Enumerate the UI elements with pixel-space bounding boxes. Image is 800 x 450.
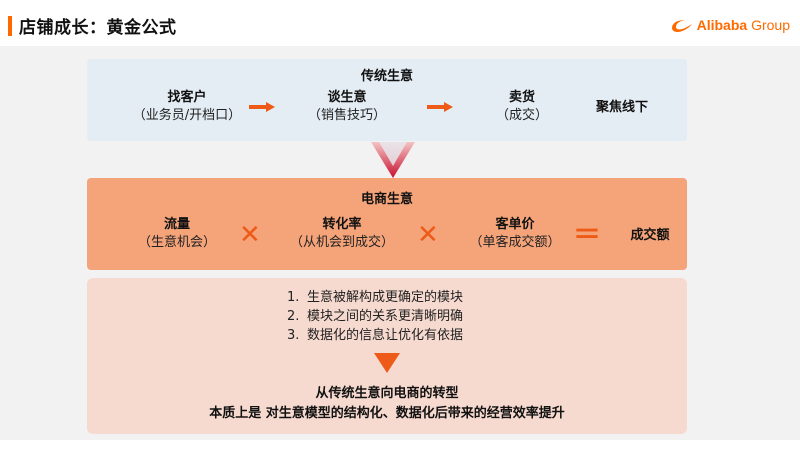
triangle-down-icon — [374, 353, 400, 373]
logo-brand: Alibaba — [696, 17, 748, 33]
ecommerce-business-box: 电商生意 流量 （生意机会） ✕ 转化率 （从机会到成交） ✕ 客单价 （单客成… — [87, 178, 687, 270]
alibaba-group-logo: Alibaba Group — [670, 15, 790, 35]
step-sublabel: （销售技巧） — [307, 108, 386, 123]
list-item: 1. 生意被解构成更确定的模块 — [287, 290, 464, 305]
step-find-customer: 找客户 （业务员/开档口） — [127, 89, 247, 125]
factor-sublabel: （生意机会） — [137, 235, 216, 250]
step-negotiate: 谈生意 （销售技巧） — [287, 89, 407, 125]
factor-label: 流量 — [163, 217, 190, 232]
logo-suffix: Group — [747, 17, 790, 33]
traditional-title: 传统生意 — [360, 69, 413, 84]
multiply-icon: ✕ — [239, 220, 261, 250]
step-label: 找客户 — [167, 90, 207, 105]
slide-content: 传统生意 找客户 （业务员/开档口） 谈生意 （销售技巧） 卖货 （成交） 聚焦… — [0, 46, 800, 440]
ecommerce-title: 电商生意 — [360, 192, 413, 207]
conclusion-line-2: 本质上是 对生意模型的结构化、数据化后带来的经营效率提升 — [209, 406, 565, 421]
factor-avg-order-value: 客单价 （单客成交额） — [455, 216, 575, 252]
arrow-right-icon — [427, 102, 453, 112]
factor-traffic: 流量 （生意机会） — [127, 216, 227, 252]
benefits-box: 1. 生意被解构成更确定的模块 2. 模块之间的关系更清晰明确 3. 数据化的信… — [87, 278, 687, 434]
arrow-right-icon — [249, 102, 275, 112]
result-gmv: 成交额 — [630, 228, 670, 243]
factor-sublabel: （从机会到成交） — [289, 235, 394, 250]
step-label: 卖货 — [508, 90, 535, 105]
page-title: 店铺成长：黄金公式 — [19, 18, 177, 38]
title-accent-bar — [8, 16, 12, 36]
traditional-business-box: 传统生意 找客户 （业务员/开档口） 谈生意 （销售技巧） 卖货 （成交） 聚焦… — [87, 59, 687, 141]
multiply-icon: ✕ — [417, 220, 439, 250]
alibaba-logo-icon — [671, 20, 692, 32]
step-label: 谈生意 — [327, 90, 367, 105]
list-item: 3. 数据化的信息让优化有依据 — [287, 328, 464, 343]
list-item: 2. 模块之间的关系更清晰明确 — [287, 309, 464, 324]
slide-header: 店铺成长：黄金公式 Alibaba Group — [0, 0, 800, 46]
factor-sublabel: （单客成交额） — [469, 235, 561, 250]
factor-label: 转化率 — [322, 217, 362, 232]
factor-conversion-rate: 转化率 （从机会到成交） — [277, 216, 407, 252]
focus-offline: 聚焦线下 — [595, 100, 648, 115]
conclusion-line-1: 从传统生意向电商的转型 — [315, 386, 459, 401]
factor-label: 客单价 — [495, 217, 535, 232]
benefits-list: 1. 生意被解构成更确定的模块 2. 模块之间的关系更清晰明确 3. 数据化的信… — [287, 288, 463, 345]
funnel-down-arrow-icon — [371, 142, 415, 178]
step-sublabel: （成交） — [495, 108, 548, 123]
step-sublabel: （业务员/开档口） — [132, 108, 242, 123]
step-sell: 卖货 （成交） — [477, 89, 567, 125]
equals-icon: ＝ — [573, 218, 602, 251]
